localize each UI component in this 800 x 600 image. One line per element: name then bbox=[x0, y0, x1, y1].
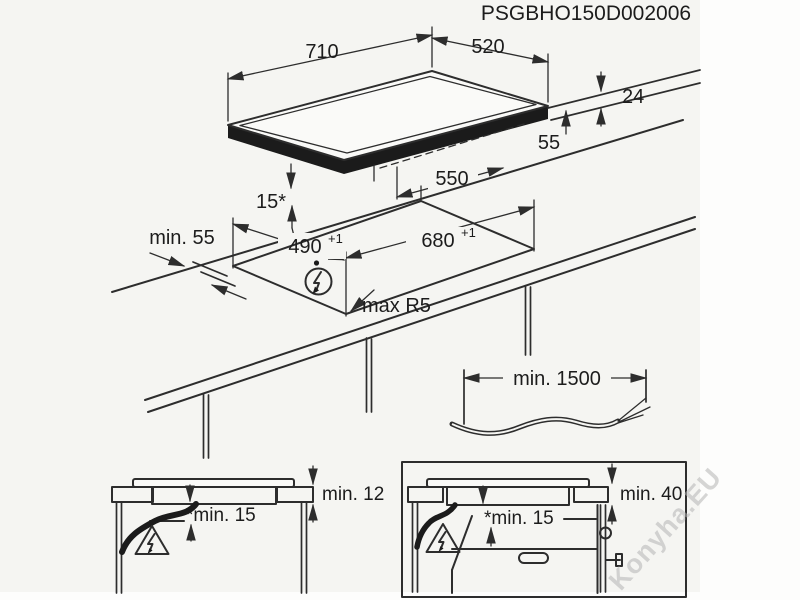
dim-550-label: 550 bbox=[435, 168, 468, 190]
corner-radius-label: max R5 bbox=[362, 295, 431, 317]
dim-min55-arrow-b bbox=[210, 284, 247, 300]
dim-55-label: 55 bbox=[538, 132, 560, 154]
hob-body-section bbox=[151, 486, 277, 505]
dim-680-label: 680 bbox=[421, 230, 454, 252]
counter-level-line-upper bbox=[547, 69, 701, 109]
scan-margin-bottom bbox=[0, 592, 800, 600]
dim-680-tolerance: +1 bbox=[461, 225, 476, 240]
dim-min12-label: min. 12 bbox=[322, 484, 384, 505]
oven-hinge bbox=[599, 526, 612, 540]
install-section-right: min. 40 *min. 15 Konyha.EU bbox=[401, 461, 728, 598]
hob-glass-rim bbox=[239, 75, 537, 154]
hob-cable-section bbox=[414, 502, 458, 550]
label-knockout bbox=[503, 366, 611, 391]
dim-490-label: 490 bbox=[288, 236, 321, 258]
worktop-front-edge-top bbox=[144, 216, 696, 401]
worktop-back-edge bbox=[111, 119, 684, 293]
section-frame bbox=[401, 461, 687, 598]
label-knockout bbox=[406, 227, 480, 253]
document-code: PSGBHO150D002006 bbox=[481, 2, 691, 25]
hob-glass-section bbox=[426, 478, 590, 488]
dim-line-520 bbox=[430, 36, 550, 64]
dim-15-label: 15* bbox=[256, 191, 286, 213]
lightning-triangle-icon bbox=[134, 525, 170, 555]
worktop-cutout-opening bbox=[232, 200, 535, 315]
label-knockout bbox=[428, 166, 478, 191]
dim-line-710 bbox=[226, 33, 434, 81]
dim-min55-arrow-a bbox=[149, 252, 186, 267]
hob-glass-surface bbox=[227, 70, 549, 161]
worktop-legs bbox=[202, 285, 532, 459]
worktop-bar-left bbox=[111, 486, 154, 503]
dim-24-label: 24 bbox=[622, 86, 644, 108]
dim-min55-witness-b bbox=[200, 271, 236, 287]
dim-min15-label: *min. 15 bbox=[186, 505, 256, 526]
worktop-cutout-view: min. 55 490 +1 680 +1 max R5 bbox=[111, 119, 696, 459]
hob-body-section bbox=[446, 486, 570, 506]
dim-490-tolerance: +1 bbox=[328, 231, 343, 246]
dim-min40-label: min. 40 bbox=[620, 484, 682, 505]
worktop-front-edge-bottom bbox=[147, 228, 696, 413]
dim-min55-witness-a bbox=[192, 261, 228, 277]
dim-min15-label: *min. 15 bbox=[484, 508, 554, 529]
cable-wire-ends bbox=[617, 397, 651, 424]
worktop-bar-right bbox=[573, 486, 609, 503]
hob-perspective-view: 710 520 24 55 550 15* bbox=[226, 26, 701, 245]
oven-handle bbox=[518, 552, 549, 564]
lightning-circle-icon bbox=[304, 260, 333, 296]
hob-hidden-edge bbox=[379, 123, 525, 169]
lightning-triangle-icon bbox=[425, 523, 461, 553]
mains-cable-view: min. 1500 bbox=[449, 366, 651, 436]
dim-520-label: 520 bbox=[471, 36, 504, 58]
oven-fixing-head bbox=[615, 553, 623, 567]
scan-margin-right bbox=[700, 0, 800, 600]
oven-outline bbox=[451, 504, 623, 594]
dim-min55-label: min. 55 bbox=[149, 227, 215, 249]
hob-cable-section bbox=[119, 501, 199, 555]
install-section-left: min. 12 *min. 15 bbox=[111, 465, 384, 594]
dim-710-label: 710 bbox=[305, 41, 338, 63]
worktop-bar-right bbox=[276, 486, 314, 503]
worktop-bar-left bbox=[407, 486, 444, 503]
hob-body-side bbox=[228, 106, 548, 174]
hob-glass-section bbox=[132, 478, 295, 488]
counter-level-line-lower bbox=[550, 82, 701, 121]
mains-cable-core bbox=[451, 418, 619, 435]
corner-radius-leader bbox=[349, 289, 375, 312]
dim-min1500-label: min. 1500 bbox=[513, 368, 601, 390]
cabinet-walls bbox=[411, 501, 607, 593]
